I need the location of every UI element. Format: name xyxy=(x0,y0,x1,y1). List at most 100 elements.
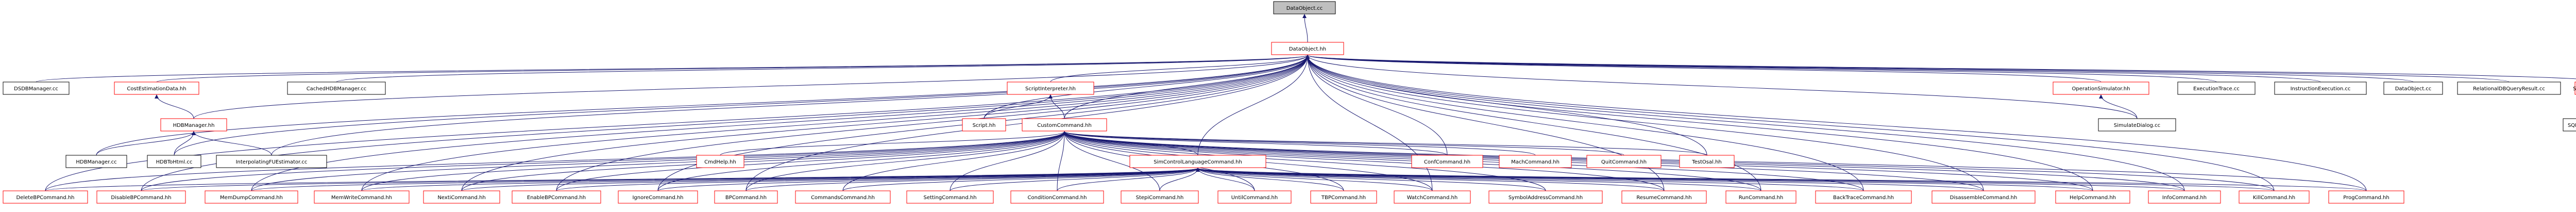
node-runcommand[interactable]: RunCommand.hh xyxy=(1725,190,1797,204)
node-box xyxy=(795,190,891,204)
node-stepicommand[interactable]: StepiCommand.hh xyxy=(1121,190,1199,204)
edge-bpcommand-to-simcontrollanguagecommand xyxy=(745,168,1200,191)
node-box xyxy=(1679,155,1735,168)
edge-script_hh-to-dataobject_hh xyxy=(984,55,1310,119)
node-label: ExecutionTrace.cc xyxy=(2193,86,2240,92)
node-script-hh[interactable]: Script.hh xyxy=(962,118,1006,132)
edge-sqlitequeryresult_hh-to-dataobject_hh xyxy=(1306,55,2576,79)
edge-simulatedialog-to-dataobject_hh xyxy=(1306,55,2138,119)
edge-quitcommand-to-customcommand xyxy=(1062,131,1624,156)
edge-tbpcommand-to-simcontrollanguagecommand xyxy=(1196,168,1344,191)
node-box xyxy=(714,190,778,204)
node-sqlitequeryresult-cc[interactable]: SQLiteQueryResult.cc xyxy=(2563,118,2576,132)
node-box xyxy=(962,118,1006,132)
node-instructionexecution[interactable]: InstructionExecution.cc xyxy=(2274,81,2367,95)
node-interpolatingfuestimator[interactable]: InterpolatingFUEstimator.cc xyxy=(216,155,327,168)
node-ignorecommand[interactable]: IgnoreCommand.hh xyxy=(618,190,698,204)
node-settingcommand[interactable]: SettingCommand.hh xyxy=(906,190,994,204)
node-box xyxy=(1022,118,1107,132)
node-box xyxy=(2239,190,2310,204)
edge-enablebpcommand-to-dataobject_hh xyxy=(556,55,1310,191)
node-quitcommand[interactable]: QuitCommand.hh xyxy=(1586,155,1662,168)
node-memwritecommand[interactable]: MemWriteCommand.hh xyxy=(314,190,410,204)
node-box xyxy=(1725,190,1797,204)
node-untilcommand[interactable]: UntilCommand.hh xyxy=(1217,190,1292,204)
edge-dataobject_cc2-to-dataobject_hh xyxy=(1306,55,2414,83)
node-dataobject-cc2[interactable]: DataObject.cc xyxy=(2383,81,2443,95)
edge-helpcommand-to-dataobject_hh xyxy=(1306,55,2093,191)
node-label: SettingCommand.hh xyxy=(923,195,976,201)
node-watchcommand[interactable]: WatchCommand.hh xyxy=(1394,190,1471,204)
node-dataobject-hh[interactable]: DataObject.hh xyxy=(1271,42,1344,55)
node-box xyxy=(65,155,127,168)
node-backtracecommand[interactable]: BackTraceCommand.hh xyxy=(1815,190,1912,204)
node-box xyxy=(2383,81,2443,95)
node-simulatedialog[interactable]: SimulateDialog.cc xyxy=(2098,118,2176,132)
node-hdbmanager-hh[interactable]: HDBManager.hh xyxy=(160,118,227,132)
node-simcontrollanguagecommand[interactable]: SimControlLanguageCommand.hh xyxy=(1129,155,1266,168)
node-cmdhelp[interactable]: CmdHelp.hh xyxy=(696,155,744,168)
node-executiontrace[interactable]: ExecutionTrace.cc xyxy=(2177,81,2256,95)
node-box xyxy=(423,190,500,204)
node-label: KillCommand.hh xyxy=(2253,195,2295,201)
node-machcommand[interactable]: MachCommand.hh xyxy=(1499,155,1572,168)
node-box xyxy=(287,81,386,95)
node-label: HDBManager.hh xyxy=(173,123,215,128)
node-testosal[interactable]: TestOsal.hh xyxy=(1679,155,1735,168)
node-customcommand[interactable]: CustomCommand.hh xyxy=(1022,118,1107,132)
node-conditioncommand[interactable]: ConditionCommand.hh xyxy=(1010,190,1104,204)
node-relationaldbqueryresult[interactable]: RelationalDBQueryResult.cc xyxy=(2457,81,2561,95)
node-confcommand[interactable]: ConfCommand.hh xyxy=(1411,155,1483,168)
node-label: InterpolatingFUEstimator.cc xyxy=(236,159,308,165)
edge-simulatedialog-to-operationsimulator xyxy=(2099,94,2138,119)
node-costestimationdata[interactable]: CostEstimationData.hh xyxy=(114,81,199,95)
node-label: CmdHelp.hh xyxy=(704,159,736,165)
edge-bpcommand-to-customcommand xyxy=(745,131,1066,191)
node-label: TestOsal.hh xyxy=(1691,159,1722,165)
node-operationsimulator[interactable]: OperationSimulator.hh xyxy=(2053,81,2149,95)
node-tbpcommand[interactable]: TBPCommand.hh xyxy=(1310,190,1377,204)
node-disablebpcommand[interactable]: DisableBPCommand.hh xyxy=(96,190,186,204)
node-label: OperationSimulator.hh xyxy=(2072,86,2130,92)
node-dsdbmanager[interactable]: DSDBManager.cc xyxy=(3,81,70,95)
edge-interpolatingfuestimator-to-dataobject_hh xyxy=(271,55,1310,156)
node-label: DataObject.cc xyxy=(2395,86,2432,92)
edge-disablebpcommand-to-dataobject_hh xyxy=(141,55,1310,191)
node-symboladdresscommand[interactable]: SymbolAddressCommand.hh xyxy=(1488,190,1603,204)
node-box xyxy=(1273,1,1336,14)
node-cachedhdbmanager[interactable]: CachedHDBManager.cc xyxy=(287,81,386,95)
node-memdumpcommand[interactable]: MemDumpCommand.hh xyxy=(205,190,298,204)
edge-backtracecommand-to-dataobject_hh xyxy=(1306,55,1864,191)
node-bpcommand[interactable]: BPCommand.hh xyxy=(714,190,778,204)
node-resumecommand[interactable]: ResumeCommand.hh xyxy=(1621,190,1707,204)
node-infocommand[interactable]: InfoCommand.hh xyxy=(2148,190,2221,204)
node-scriptinterpreter[interactable]: ScriptInterpreter.hh xyxy=(1007,81,1094,95)
node-disassemblecommand[interactable]: DisassembleCommand.hh xyxy=(1931,190,2036,204)
node-nexticommand[interactable]: NextiCommand.hh xyxy=(423,190,500,204)
node-killcommand[interactable]: KillCommand.hh xyxy=(2239,190,2310,204)
edge-simcontrollanguagecommand-to-dataobject_hh xyxy=(1197,55,1310,156)
node-enablebpcommand[interactable]: EnableBPCommand.hh xyxy=(512,190,601,204)
edge-commandscommand-to-customcommand xyxy=(842,131,1066,191)
node-helpcommand[interactable]: HelpCommand.hh xyxy=(2055,190,2130,204)
edge-memdumpcommand-to-customcommand xyxy=(251,131,1066,191)
node-commandscommand[interactable]: CommandsCommand.hh xyxy=(795,190,891,204)
node-box xyxy=(2055,190,2130,204)
node-box xyxy=(314,190,410,204)
node-progcommand[interactable]: ProgCommand.hh xyxy=(2328,190,2404,204)
node-label: UntilCommand.hh xyxy=(1231,195,1278,201)
node-deletebpcommand[interactable]: DeleteBPCommand.hh xyxy=(3,190,88,204)
node-hdbtohtml[interactable]: HDBToHtml.cc xyxy=(147,155,201,168)
edge-disassemblecommand-to-simcontrollanguagecommand xyxy=(1196,168,1984,191)
node-box xyxy=(2328,190,2404,204)
node-sqlitequeryresult-hh[interactable]: SQLiteQueryResult.hh xyxy=(2573,81,2576,95)
node-label: CachedHDBManager.cc xyxy=(307,86,367,92)
node-hdbmanager-cc[interactable]: HDBManager.cc xyxy=(65,155,127,168)
edge-cmdhelp-to-customcommand xyxy=(720,131,1066,156)
edge-watchcommand-to-dataobject_hh xyxy=(1306,55,1433,191)
edge-ignorecommand-to-customcommand xyxy=(657,131,1066,191)
node-box xyxy=(2177,81,2256,95)
node-box xyxy=(512,190,601,204)
node-label: SQLiteQueryResult.hh xyxy=(2573,86,2576,92)
